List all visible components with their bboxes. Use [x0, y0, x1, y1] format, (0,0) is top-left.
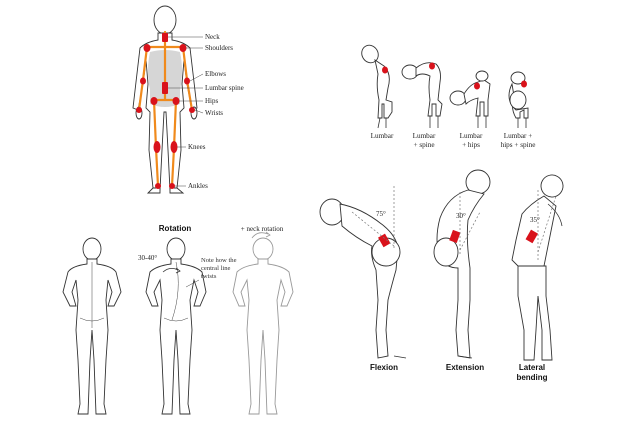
bending-figures: 75° 30° 35° Flexion Extension Lateral be…	[319, 169, 564, 382]
joint-knee-right	[170, 141, 178, 153]
joint-neck	[162, 33, 168, 42]
joint-wrist-left	[136, 107, 142, 113]
joint-lumbar	[162, 82, 168, 94]
lumbar-figure-3	[449, 70, 491, 128]
label-knees: Knees	[188, 143, 206, 151]
lateral-figure	[511, 174, 564, 361]
label-elbows: Elbows	[205, 70, 226, 78]
joints-figure: Neck Shoulders Elbows Lumbar spine Hips …	[132, 5, 244, 194]
extension-label: Extension	[446, 363, 484, 372]
neck-rotation-title: + neck rotation	[241, 225, 284, 233]
rotation-title: Rotation	[159, 224, 192, 233]
extension-angle: 30°	[456, 212, 466, 220]
lumbar-figure-1	[361, 44, 393, 129]
lumbar-figures: Lumbar Lumbar + spine Lumbar + hips Lumb…	[361, 44, 536, 149]
joint-elbow-right	[184, 77, 190, 85]
joint-shoulder-right	[179, 44, 187, 52]
caption-lumbar-hips-spine-1: Lumbar +	[504, 132, 533, 140]
joint-shoulder-left	[143, 44, 151, 52]
joint-ankle-right	[169, 183, 175, 189]
label-ankles: Ankles	[188, 182, 208, 190]
rotation-figure-neutral	[62, 237, 122, 415]
lateral-label-2: bending	[516, 373, 547, 382]
flexion-angle: 75°	[376, 210, 386, 218]
joint-wrist-right	[189, 107, 195, 113]
label-wrists: Wrists	[205, 109, 223, 117]
lumbar-figure-2	[401, 62, 443, 128]
label-hips: Hips	[205, 97, 219, 105]
joint-hip-left	[150, 97, 158, 105]
lateral-label-1: Lateral	[519, 363, 545, 372]
caption-lumbar-spine-2: + spine	[413, 141, 434, 149]
caption-lumbar-hips-spine-2: hips + spine	[501, 141, 536, 149]
lateral-angle: 35°	[530, 216, 540, 224]
joints-head	[153, 5, 177, 35]
rotation-figures: Rotation + neck rotation 30-40° Note how…	[62, 224, 294, 415]
rotation-angle: 30-40°	[138, 254, 157, 262]
rotation-note-1: Note how the	[201, 257, 237, 264]
joint-hip-right	[172, 97, 180, 105]
label-lumbar-spine: Lumbar spine	[205, 84, 244, 92]
lumbar-figure-4	[508, 71, 529, 128]
rotation-note-3: twists	[201, 273, 217, 280]
caption-lumbar-hips-1: Lumbar	[460, 132, 483, 140]
label-neck: Neck	[205, 33, 220, 41]
flexion-figure	[319, 186, 407, 359]
label-shoulders: Shoulders	[205, 44, 233, 52]
extension-figure	[433, 169, 491, 359]
caption-lumbar-hips-2: + hips	[462, 141, 480, 149]
caption-lumbar-spine-1: Lumbar	[413, 132, 436, 140]
rotation-figure-rotated	[145, 237, 207, 415]
joint-elbow-left	[140, 77, 146, 85]
flexion-label: Flexion	[370, 363, 398, 372]
rotation-note-2: central line	[201, 265, 231, 272]
caption-lumbar: Lumbar	[371, 132, 394, 140]
rotation-figure-neck	[232, 231, 294, 415]
joint-ankle-left	[155, 183, 161, 189]
joint-knee-left	[153, 141, 161, 153]
